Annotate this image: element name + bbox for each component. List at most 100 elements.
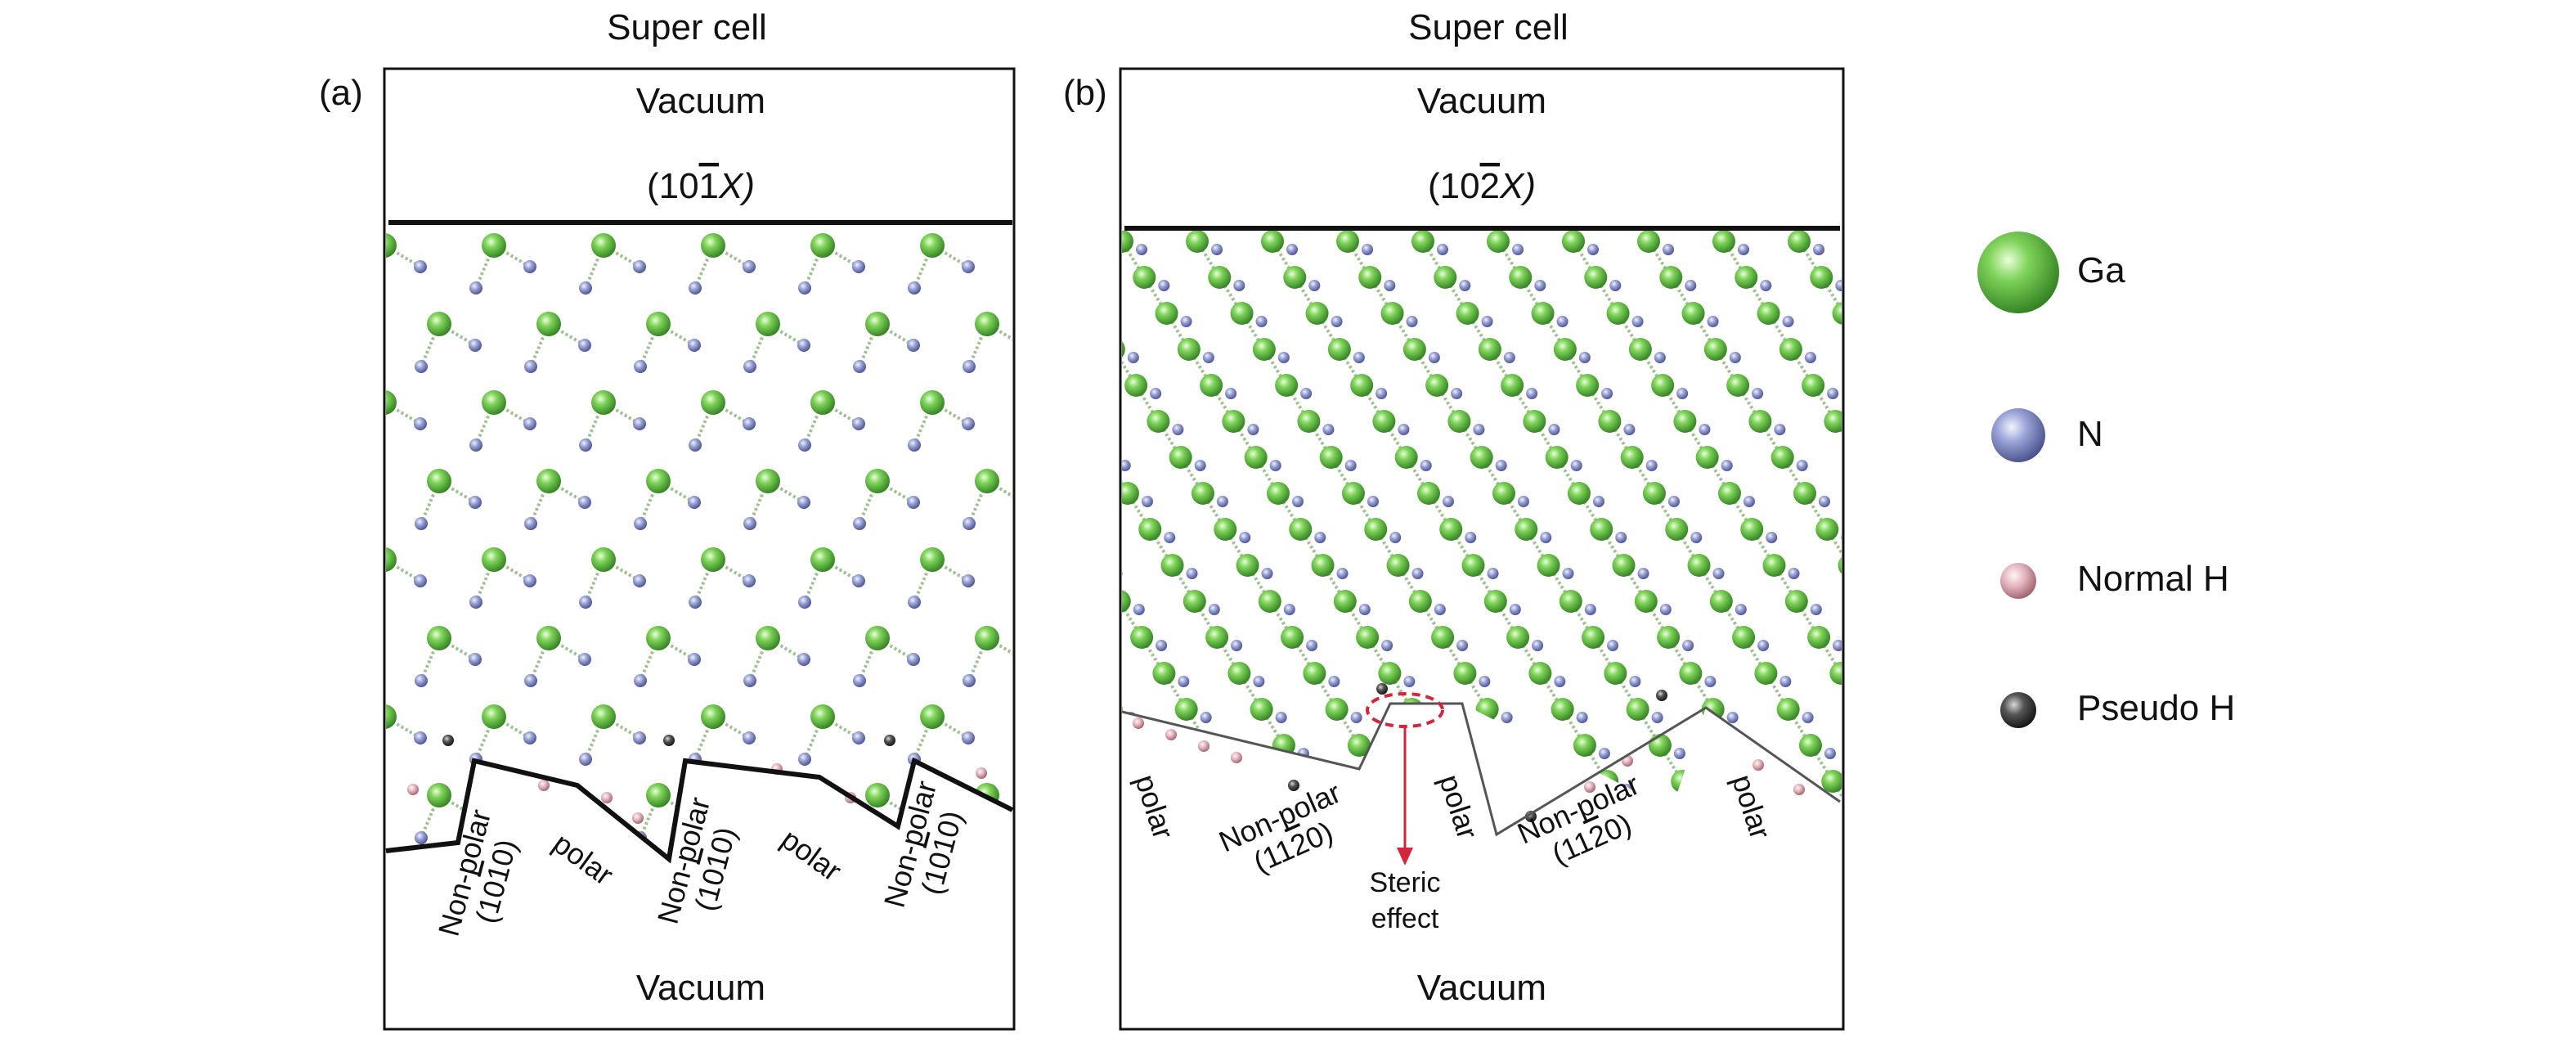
n-atom: [1126, 810, 1139, 823]
ga-atom: [1155, 302, 1178, 325]
ga-atom: [317, 155, 342, 179]
ga-atom: [1487, 231, 1510, 253]
ga-atom: [1695, 446, 1719, 469]
n-atom: [852, 417, 865, 430]
ga-atom: [1576, 374, 1600, 397]
n-atom: [1849, 424, 1860, 435]
n-atom: [1275, 712, 1287, 723]
ga-atom: [536, 312, 561, 336]
ga-atom: [1671, 770, 1694, 793]
n-atom: [579, 596, 592, 609]
ga-atom: [1244, 446, 1268, 469]
n-atom: [1741, 856, 1752, 867]
n-atom: [1707, 316, 1719, 327]
bond: [275, 245, 311, 267]
bond: [1102, 817, 1124, 853]
ga-atom: [1732, 626, 1756, 649]
ga-atom: [317, 783, 342, 807]
n-atom: [1864, 568, 1875, 579]
ga-atom: [1289, 518, 1313, 541]
n-atom: [578, 182, 591, 195]
bond: [312, 481, 330, 524]
n-atom: [1164, 532, 1176, 543]
ga-atom: [1205, 626, 1229, 649]
panel-a: Super cell (a) Vacuum (101X) Non-polar(1…: [263, 7, 1139, 1031]
n-atom: [908, 281, 921, 295]
n-atom: [1442, 496, 1454, 507]
n-atom: [743, 731, 756, 744]
n-atom: [1322, 424, 1335, 435]
ga-atom: [1258, 590, 1281, 613]
ga-atom: [646, 626, 671, 650]
ga-atom: [263, 233, 287, 258]
ga-atom: [427, 469, 451, 493]
normal-h-atom: [1165, 729, 1177, 740]
ga-atom: [1821, 770, 1842, 793]
n-atom: [908, 910, 921, 923]
ga-atom: [1626, 698, 1649, 721]
bond: [1207, 744, 1232, 783]
n-atom: [1071, 731, 1084, 744]
n-atom: [1403, 676, 1416, 687]
bond: [1079, 638, 1097, 681]
n-atom: [523, 260, 536, 273]
ga-atom: [1723, 734, 1747, 757]
ga-atom: [1392, 806, 1416, 810]
ga-atom: [1183, 590, 1206, 613]
n-atom: [1283, 604, 1295, 615]
ga-atom: [1084, 783, 1109, 807]
n-atom: [743, 360, 756, 373]
n-atom: [1651, 712, 1663, 723]
n-atom: [633, 574, 646, 587]
n-atom: [1372, 748, 1384, 759]
ga-atom: [1788, 231, 1811, 253]
n-atom: [1440, 856, 1452, 867]
n-atom: [1766, 532, 1778, 543]
n-atom: [359, 810, 372, 823]
n-atom: [1752, 388, 1764, 399]
n-atom: [1406, 316, 1418, 327]
n-atom: [1133, 604, 1145, 615]
ga-atom: [1350, 374, 1374, 397]
ga-atom: [810, 233, 835, 258]
ga-atom: [1084, 312, 1109, 336]
ga-atom: [1160, 554, 1184, 577]
steric-effect-arrowhead: [1397, 848, 1413, 866]
ga-atom: [1431, 626, 1455, 649]
legend-item-ga: Ga: [1977, 232, 2125, 313]
ga-atom: [1515, 518, 1538, 541]
ga-atom: [975, 155, 999, 179]
n-atom: [1615, 532, 1627, 543]
ga-atom: [1843, 806, 1866, 829]
n-atom: [578, 496, 591, 509]
panel-a-facet-label-line1: polar: [547, 826, 620, 892]
n-atom: [1459, 280, 1471, 291]
ga-atom: [1545, 446, 1568, 469]
bond: [859, 167, 877, 209]
n-atom: [1578, 352, 1591, 363]
ga-atom: [1394, 446, 1418, 469]
ga-atom: [756, 312, 780, 336]
ga-atom: [1776, 698, 1800, 721]
ga-atom: [1483, 590, 1507, 613]
legend: Ga N Normal H Pseudo H: [1977, 232, 2235, 728]
bond: [1779, 817, 1802, 853]
ga-atom: [1478, 338, 1501, 361]
n-atom: [1428, 352, 1440, 363]
bond: [439, 167, 475, 188]
ga-atom: [1832, 302, 1842, 325]
n-atom: [1147, 748, 1159, 759]
n-atom: [1158, 280, 1170, 291]
n-atom: [797, 810, 810, 823]
bond: [366, 717, 384, 759]
n-atom: [1721, 460, 1733, 471]
n-atom: [852, 574, 865, 587]
pseudo-h-atom: [442, 735, 454, 746]
ga-atom: [1122, 698, 1123, 721]
n-atom: [1774, 424, 1786, 435]
ga-atom: [1648, 734, 1672, 757]
legend-item-pseudo-h: Pseudo H: [2000, 688, 2235, 728]
ga-atom: [1356, 626, 1380, 649]
ga-atom: [1847, 446, 1869, 469]
